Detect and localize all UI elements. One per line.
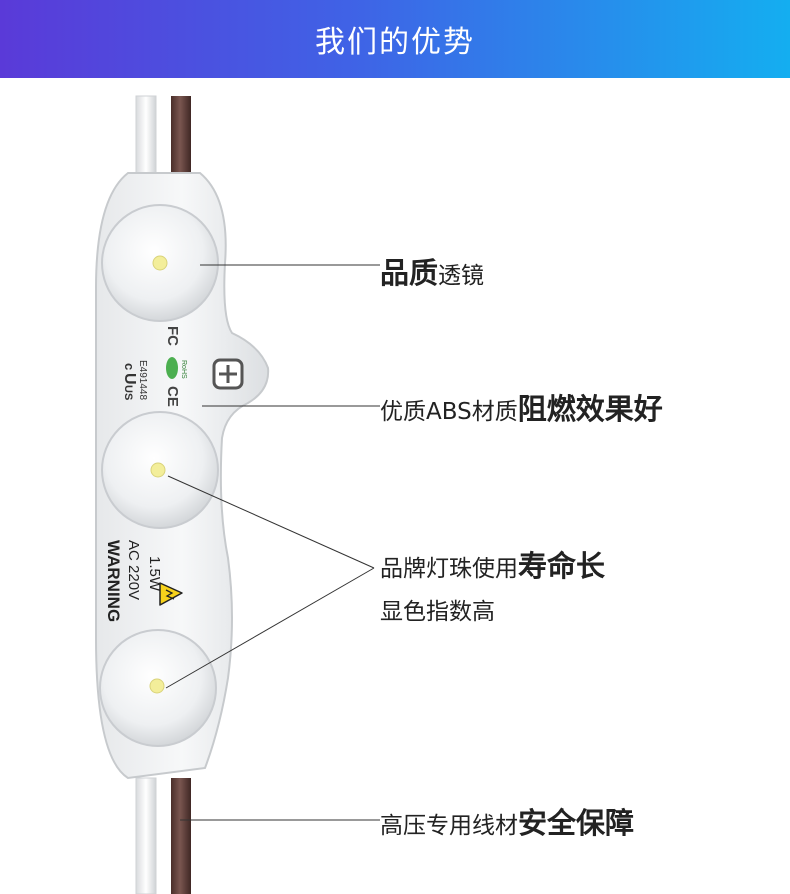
svg-text:1.5W: 1.5W xyxy=(146,556,163,592)
rohs-leaf-icon: RoHS xyxy=(166,357,187,379)
header-banner: 我们的优势 xyxy=(0,0,790,78)
warning-power: 1.5W xyxy=(146,556,163,592)
callout-chip-line2: 显色指数高 xyxy=(380,592,495,626)
svg-text:U: U xyxy=(121,373,138,385)
callout-abs-text: 优质ABS材质 xyxy=(380,399,518,425)
callout-chip: 品牌灯珠使用寿命长 xyxy=(380,543,605,585)
svg-text:AC 220V: AC 220V xyxy=(125,540,142,600)
callout-lens-tail: 透镜 xyxy=(438,263,485,289)
warning-title: WARNING xyxy=(104,540,123,622)
leader-chip-2 xyxy=(165,567,375,689)
svg-text:FC: FC xyxy=(164,326,181,346)
svg-text:US: US xyxy=(122,385,134,400)
callout-chip-accent: 寿命长 xyxy=(518,549,606,583)
callout-lens: 品质透镜 xyxy=(380,250,484,292)
svg-text:CE: CE xyxy=(164,386,181,407)
ce-mark: CE xyxy=(164,386,181,407)
callout-wire-accent: 安全保障 xyxy=(518,806,635,840)
page-title: 我们的优势 xyxy=(315,25,475,60)
white-wire-bottom xyxy=(135,777,157,894)
high-voltage-icon xyxy=(159,582,183,606)
callout-chip-line2-text: 显色指数高 xyxy=(380,599,495,625)
led-module-illustration: c U US E491448 FC RoHS CE WARNING AC 220… xyxy=(95,95,380,894)
svg-text:E491448: E491448 xyxy=(137,360,148,400)
warning-voltage: AC 220V xyxy=(125,540,142,600)
svg-text:WARNING: WARNING xyxy=(104,540,123,622)
brown-wire-top xyxy=(171,96,191,186)
callout-abs-accent: 阻燃效果好 xyxy=(517,392,663,426)
svg-text:RoHS: RoHS xyxy=(180,360,187,379)
callout-abs: 优质ABS材质阻燃效果好 xyxy=(380,386,663,428)
svg-text:c: c xyxy=(122,363,137,370)
callout-lens-accent: 品质 xyxy=(380,256,439,290)
leader-chip-1 xyxy=(167,475,375,569)
callout-wire: 高压专用线材安全保障 xyxy=(380,800,634,842)
fcc-mark: FC xyxy=(164,326,181,346)
callout-chip-text: 品牌灯珠使用 xyxy=(380,556,518,582)
callout-wire-text: 高压专用线材 xyxy=(380,813,518,839)
brown-wire-bottom xyxy=(171,778,191,894)
ul-number: E491448 xyxy=(137,360,148,400)
ul-mark: c U US xyxy=(121,363,138,400)
